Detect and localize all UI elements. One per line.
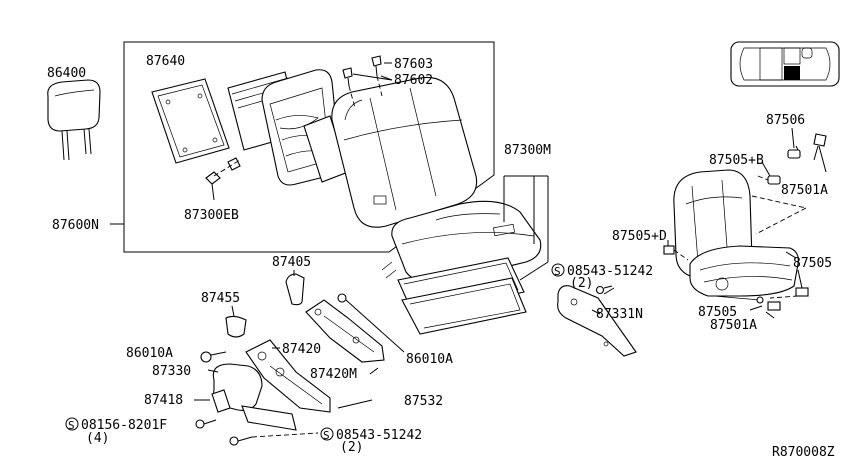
leader-side-cover	[207, 369, 219, 373]
bolt-left-drawing	[200, 351, 227, 363]
label-ref-code: R870008Z	[772, 445, 835, 460]
clips-drawing	[342, 55, 393, 109]
label-screw-f: 08156-8201F	[81, 418, 167, 433]
seat-back-cushion-drawing	[331, 76, 478, 228]
harness-drawings	[663, 133, 827, 319]
label-hinge-cover: 87405	[272, 255, 311, 270]
hinge-cover-drawing	[285, 273, 305, 306]
back-fasteners-drawing	[205, 157, 241, 201]
knob-drawing	[225, 315, 247, 338]
seat-cushion-drawing	[381, 200, 542, 335]
label-bolt-left: 86010A	[126, 346, 173, 361]
leader-sensor	[791, 127, 795, 149]
label-headrest: 86400	[47, 66, 86, 81]
screw-bottom-symbol: S	[323, 429, 330, 442]
label-harness-a-bottom: 87501A	[710, 318, 757, 333]
leader-cushion	[503, 175, 549, 281]
label-spring: 87532	[404, 394, 443, 409]
screw-bottom-callout: S 08543-51242 (2)	[320, 427, 422, 455]
bolt-right-drawing	[337, 293, 405, 353]
recliner-drawing	[245, 339, 331, 413]
label-harness: 87505	[793, 256, 832, 271]
label-side-cover: 87330	[152, 364, 191, 379]
label-back-fastener: 87300EB	[184, 208, 239, 223]
label-bolt-right: 86010A	[406, 352, 453, 367]
screw-mid-callout: S 08543-51242 (2)	[551, 263, 653, 291]
label-harness-b: 87505+B	[709, 153, 764, 168]
side-finisher-drawing	[557, 285, 637, 357]
trim-drawing	[211, 389, 231, 413]
label-clip-a: 87603	[394, 57, 433, 72]
screw-bottom-drawing	[229, 432, 319, 446]
label-cushion-assy: 87300M	[504, 143, 551, 158]
screw-f-symbol: S	[68, 419, 75, 432]
label-side-finisher: 87331N	[596, 307, 643, 322]
label-screw-mid: 08543-51242	[567, 264, 653, 279]
leader-recliner-m	[369, 367, 379, 375]
screw-mid-drawing	[595, 285, 613, 295]
label-sensor: 87506	[766, 113, 805, 128]
seat-assembly-right-drawing	[673, 169, 799, 301]
leader-side-finisher	[591, 309, 601, 315]
leader-knob	[231, 305, 235, 317]
label-harness-d: 87505+D	[612, 229, 667, 244]
back-board-drawing	[151, 78, 230, 164]
label-recliner-m: 87420M	[310, 367, 357, 382]
spring-drawing	[337, 399, 373, 409]
label-trim: 87418	[144, 393, 183, 408]
label-screw-bottom: 08543-51242	[336, 428, 422, 443]
label-screw-bottom-qty: (2)	[340, 440, 363, 455]
label-clip-b: 87602	[394, 73, 433, 88]
label-seat-back-assy: 87600N	[52, 218, 99, 233]
headrest-drawing	[47, 79, 101, 161]
vehicle-location-icon	[730, 41, 840, 87]
label-knob: 87455	[201, 291, 240, 306]
label-harness-a-top: 87501A	[781, 183, 828, 198]
label-screw-f-qty: (4)	[86, 431, 109, 446]
screw-f-callout: S 08156-8201F (4)	[65, 417, 167, 446]
screw-mid-symbol: S	[554, 265, 561, 278]
label-recliner: 87420	[282, 342, 321, 357]
leader-harness-b	[761, 161, 771, 177]
leader-harness	[785, 251, 797, 259]
label-screw-mid-qty: (2)	[570, 276, 593, 291]
label-back-board: 87640	[146, 54, 185, 69]
screw-f-drawing	[195, 419, 217, 429]
recliner-m-drawing	[305, 299, 385, 363]
label-harness-2: 87505	[698, 305, 737, 320]
